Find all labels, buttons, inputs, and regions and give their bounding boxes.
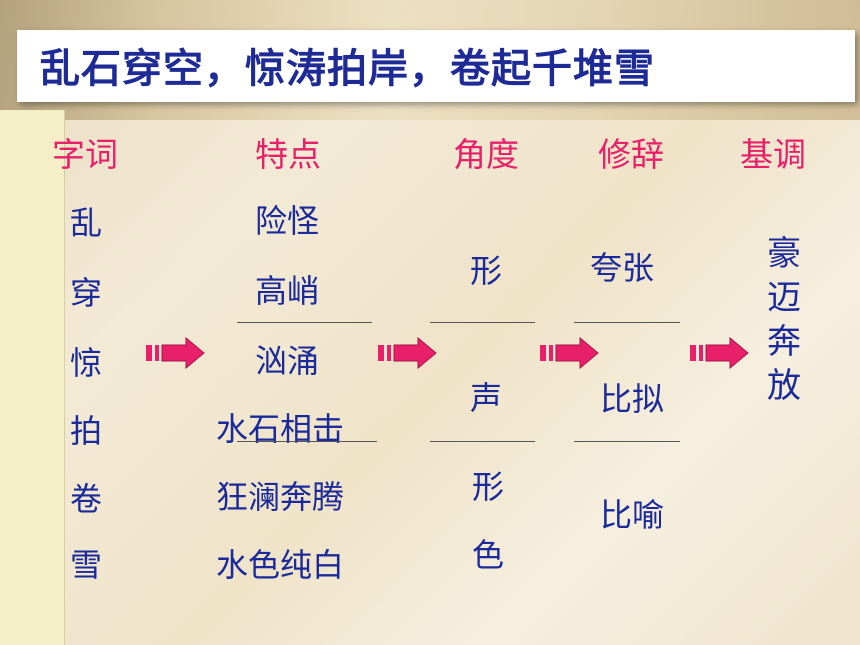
divider-line [430, 441, 535, 442]
arrow-right-icon [378, 336, 437, 370]
header-angle: 角度 [453, 135, 519, 174]
title-box [17, 30, 855, 102]
divider-line [574, 441, 680, 442]
header-rhetoric: 修辞 [598, 135, 664, 174]
feature-item: 险怪 [255, 202, 320, 240]
arrow-right-icon [540, 336, 599, 370]
angle-item: 形 [470, 252, 503, 290]
divider-line [237, 322, 372, 323]
divider-line [430, 322, 535, 323]
feature-item: 水石相击 [216, 410, 345, 448]
angle-item: 形 [472, 468, 505, 506]
angle-item: 声 [470, 379, 503, 417]
word-item: 卷 [70, 480, 103, 518]
word-item: 惊 [70, 344, 103, 382]
divider-line [574, 322, 680, 323]
slide-title: 乱石穿空，惊涛拍岸，卷起千堆雪 [40, 46, 655, 92]
feature-item: 狂澜奔腾 [216, 478, 345, 516]
word-item: 拍 [70, 412, 103, 450]
rhetoric-item: 夸张 [590, 249, 655, 287]
word-item: 乱 [70, 204, 103, 242]
divider-line [237, 441, 377, 442]
header-tone: 基调 [740, 135, 806, 174]
arrow-right-icon [690, 336, 749, 370]
word-item: 雪 [70, 546, 103, 584]
rhetoric-item: 比喻 [600, 496, 665, 534]
header-features: 特点 [255, 135, 321, 174]
feature-item: 高峭 [255, 272, 320, 310]
feature-item: 水色纯白 [216, 546, 345, 584]
left-margin-strip [0, 110, 65, 645]
header-words: 字词 [52, 135, 118, 174]
arrow-right-icon [146, 336, 205, 370]
tone-text: 豪迈奔放 [767, 234, 801, 406]
angle-item: 色 [472, 536, 505, 574]
word-item: 穿 [70, 274, 103, 312]
rhetoric-item: 比拟 [600, 380, 665, 418]
feature-item: 汹涌 [255, 342, 320, 380]
